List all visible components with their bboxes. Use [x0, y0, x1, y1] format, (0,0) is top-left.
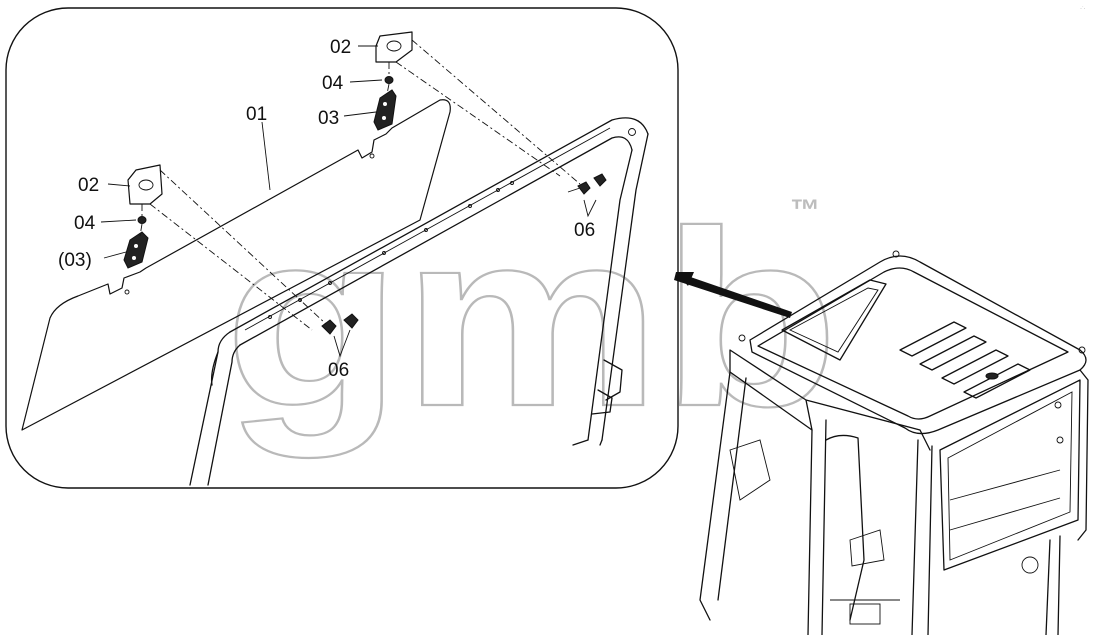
detail-view-frame — [5, 7, 679, 489]
callouts: 01 02 04 03 02 04 (03) 06 06 — [58, 37, 595, 381]
callout-04-left: 04 — [74, 213, 96, 234]
callout-04-top: 04 — [322, 73, 344, 94]
watermark-text: gmb — [224, 179, 839, 458]
bolts-right — [567, 173, 607, 195]
sun-visor-panel — [21, 99, 451, 431]
cab-overview — [699, 250, 1089, 635]
watermark: gmb ™ — [223, 178, 840, 459]
callout-06-left: 06 — [328, 360, 349, 381]
window-frame — [189, 117, 649, 486]
callout-06-right: 06 — [574, 220, 595, 241]
leader-lines — [100, 45, 597, 358]
callout-02-top: 02 — [330, 37, 351, 58]
watermark-trademark: ™ — [790, 194, 820, 227]
callout-03-top: 03 — [318, 108, 339, 129]
callout-01: 01 — [246, 104, 267, 125]
bracket-assembly-left — [123, 164, 163, 269]
callout-02-left: 02 — [78, 175, 99, 196]
bracket-assembly-top — [373, 31, 413, 131]
detail-pointer — [674, 272, 792, 318]
corner-mark: ·ˑ· — [1080, 6, 1086, 12]
callout-03-left: (03) — [58, 250, 92, 271]
assembly-lines — [139, 39, 581, 331]
